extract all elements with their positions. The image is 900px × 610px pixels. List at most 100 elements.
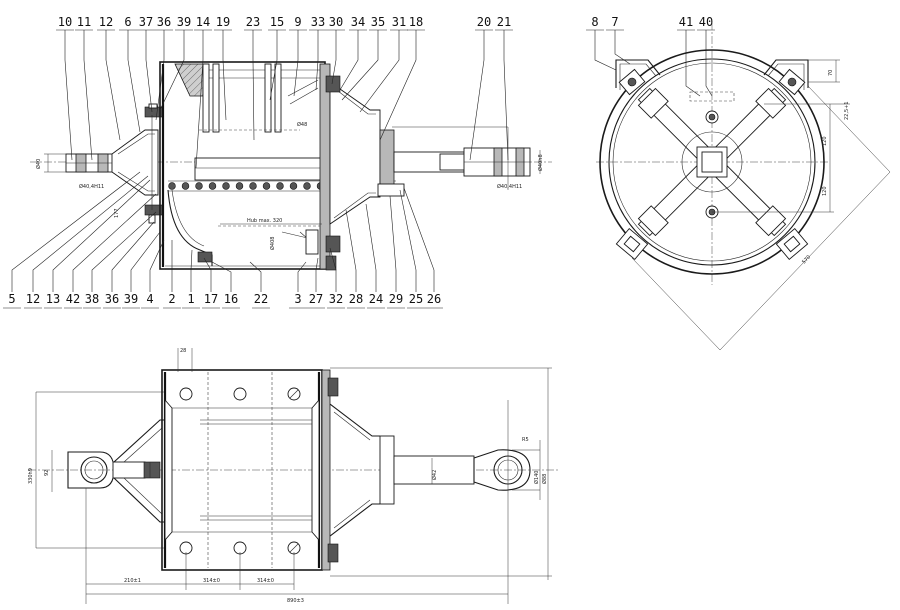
part-label-top-18: 18 — [409, 15, 423, 29]
part-label-bottom-29: 29 — [389, 292, 403, 306]
leader-line — [83, 30, 93, 161]
plan-body — [161, 369, 323, 571]
end-inner-rim-2 — [612, 62, 812, 262]
end-hub-square-inner — [701, 151, 723, 173]
end-inner-rim — [608, 58, 816, 266]
leader-line — [399, 189, 417, 292]
part-label-top-14: 14 — [196, 15, 210, 29]
leader-line — [64, 30, 73, 161]
leader-line — [91, 211, 157, 292]
leader-line — [594, 30, 617, 71]
leader-line — [105, 30, 121, 141]
part-label-bottom-3: 3 — [294, 292, 301, 306]
part-label-bottom-26: 26 — [427, 292, 441, 306]
leader-line — [145, 30, 153, 113]
part-label-bottom-42: 42 — [66, 292, 80, 306]
leader-line — [315, 257, 319, 292]
end-hub-ring — [681, 131, 743, 193]
part-label-bottom-24: 24 — [369, 292, 383, 306]
part-label-top-15: 15 — [270, 15, 284, 29]
leader-line — [195, 30, 204, 169]
spring-coil — [208, 182, 217, 190]
end-outer-rim — [599, 49, 825, 275]
leader-line — [339, 30, 359, 91]
plan-dim-tube: Ø42 — [431, 470, 438, 480]
part-label-top-31: 31 — [392, 15, 406, 29]
plan-left-eye — [67, 451, 161, 489]
plan-dim-inner: 92 — [44, 470, 50, 476]
leader-line — [403, 187, 435, 292]
part-label-bottom-39: 39 — [124, 292, 138, 306]
plan-right-flange — [321, 369, 395, 571]
part-label-top-11: 11 — [77, 15, 91, 29]
part-label-top-36: 36 — [157, 15, 171, 29]
leader-line — [211, 261, 232, 292]
dim-hub: Hub max. 320 — [247, 218, 282, 224]
leader-line — [685, 30, 701, 97]
part-label-bottom-2: 2 — [168, 292, 175, 306]
part-label-bottom-28: 28 — [349, 292, 363, 306]
leader-line — [155, 30, 165, 121]
part-label-bottom-17: 17 — [204, 292, 218, 306]
spring-coil — [168, 182, 176, 190]
spring-coil — [303, 182, 311, 190]
leader-line — [389, 195, 397, 292]
part-label-top-10: 10 — [58, 15, 72, 29]
part-label-top-21: 21 — [497, 15, 511, 29]
plan-view: 330h9 92 — [28, 348, 560, 604]
leader-line — [379, 30, 417, 141]
push-rod — [392, 126, 541, 190]
leader-line — [190, 249, 193, 292]
leader-line — [341, 30, 379, 101]
plan-dim-radius: R5 — [522, 437, 529, 443]
end-label-40: 40 — [699, 15, 713, 29]
leader-line — [705, 30, 713, 97]
leader-line — [345, 209, 357, 292]
end-label-7: 7 — [611, 15, 618, 29]
dim-right-pin: Ø40,4H11 — [497, 183, 522, 190]
part-label-bottom-4: 4 — [146, 292, 153, 306]
part-label-bottom-38: 38 — [85, 292, 99, 306]
leader-line — [130, 231, 161, 292]
leader-line — [614, 30, 631, 65]
plan-dim-2: 314±0 — [203, 578, 220, 584]
left-eye-block — [44, 153, 121, 173]
part-label-top-37: 37 — [139, 15, 153, 29]
leader-line — [222, 30, 227, 121]
end-dim-1: 70 — [828, 70, 834, 76]
dim-chamber: Ø408 — [269, 237, 276, 250]
dim-small: 177 — [114, 208, 120, 218]
plan-dim-1: 210±1 — [124, 578, 141, 584]
leader-line — [72, 193, 157, 292]
part-label-bottom-16: 16 — [224, 292, 238, 306]
part-label-top-12: 12 — [99, 15, 113, 29]
end-dim-3: 120 — [822, 136, 828, 146]
part-label-top-9: 9 — [294, 15, 301, 29]
part-label-top-20: 20 — [477, 15, 491, 29]
part-label-top-34: 34 — [351, 15, 365, 29]
end-lugs — [615, 59, 809, 261]
leader-line — [249, 261, 262, 292]
part-label-top-6: 6 — [124, 15, 131, 29]
part-label-bottom-12: 12 — [26, 292, 40, 306]
leader-line — [127, 30, 141, 133]
spring-coil — [289, 182, 298, 190]
spring-coil — [235, 182, 244, 190]
leader-line — [293, 30, 299, 97]
part-label-bottom-5: 5 — [8, 292, 15, 306]
main-chamber — [159, 61, 396, 270]
leader-line — [159, 30, 185, 111]
part-label-bottom-1: 1 — [187, 292, 194, 306]
part-label-bottom-25: 25 — [409, 292, 423, 306]
spring-coil — [276, 182, 284, 190]
part-label-bottom-27: 27 — [309, 292, 323, 306]
plan-dim-eye-inner: Ø88 — [541, 474, 548, 484]
leader-line — [149, 239, 165, 292]
spring-coil — [249, 182, 257, 190]
dim-tube: Ø48 — [297, 121, 307, 128]
leader-line — [203, 257, 212, 292]
